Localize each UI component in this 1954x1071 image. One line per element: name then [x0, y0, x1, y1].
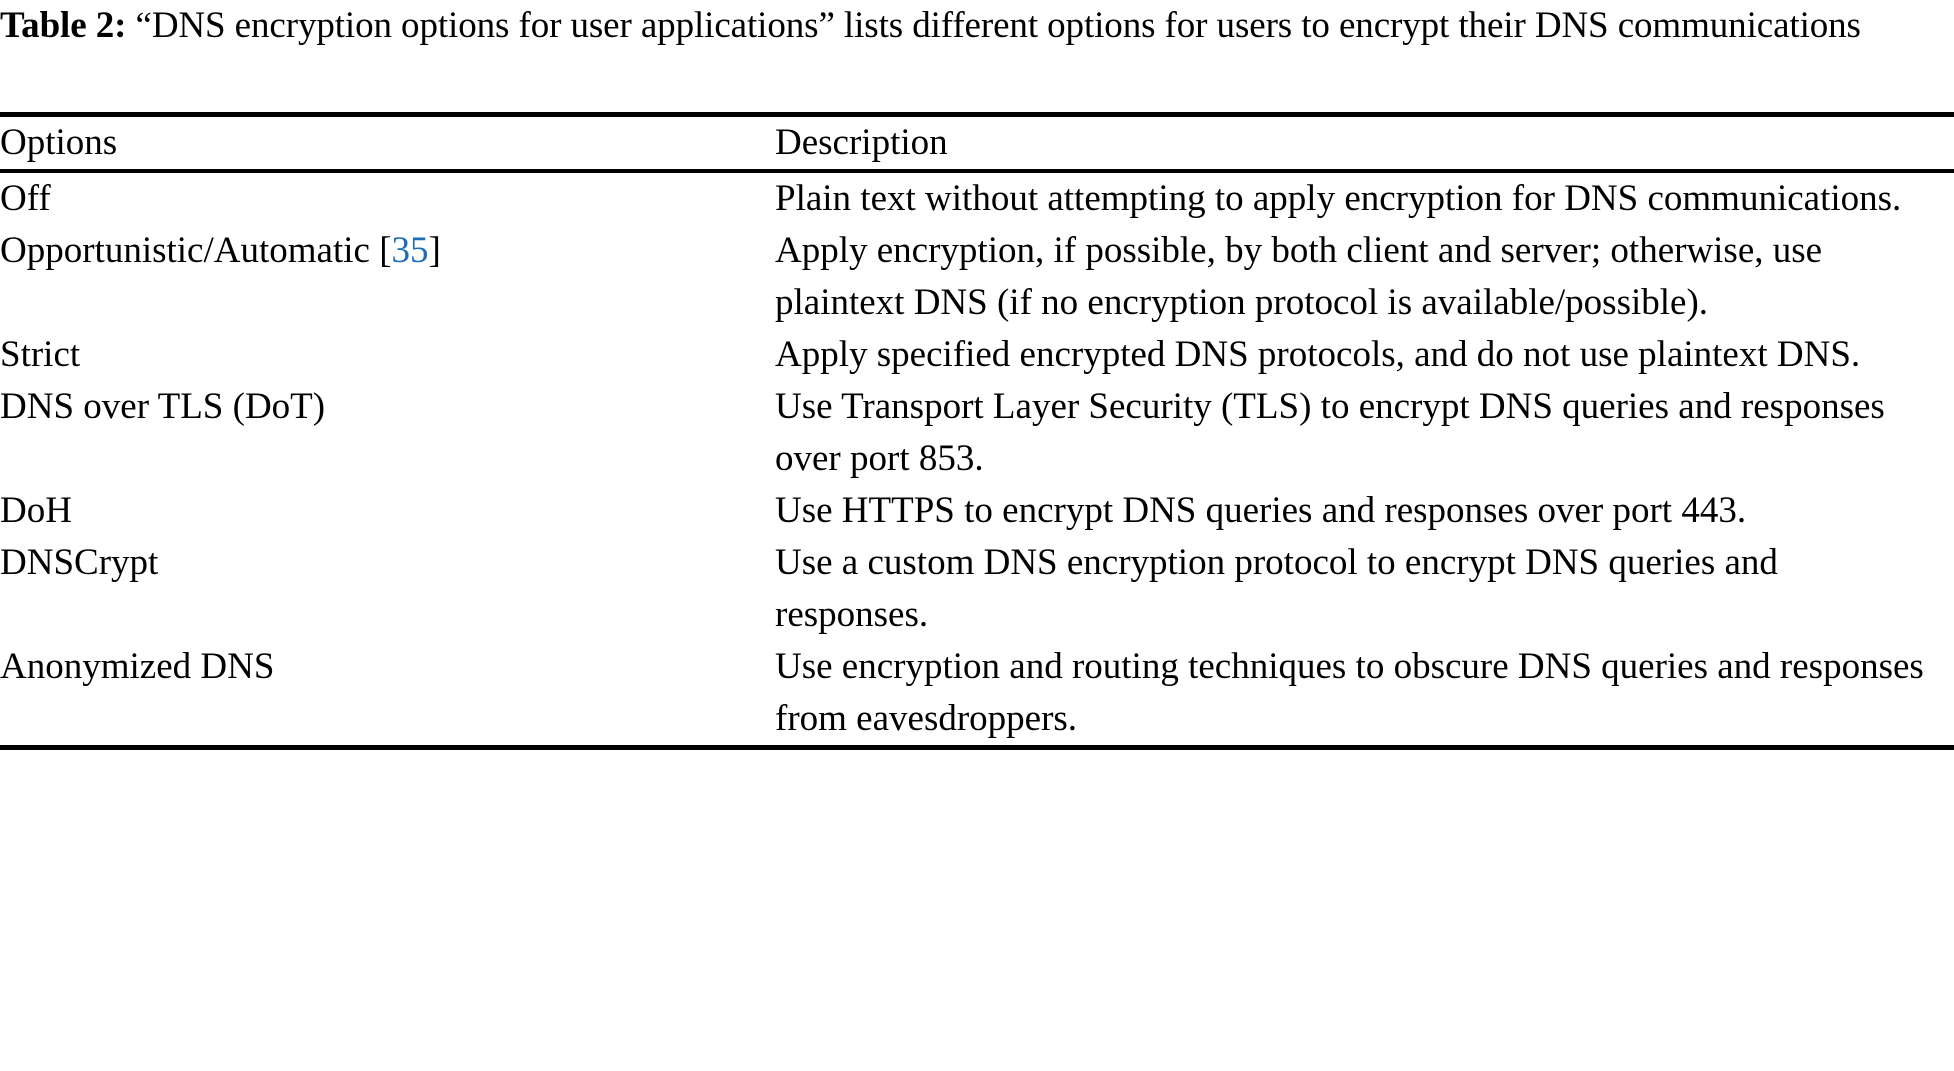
- column-header-options: Options: [0, 122, 118, 163]
- row-option-opportunistic-label: Opportunistic/Automatic: [0, 230, 370, 271]
- table-header-row: Options Description: [0, 117, 1954, 169]
- table-rows: Off Plain text without attempting to app…: [0, 173, 1954, 745]
- table-row: Opportunistic/Automatic [35] Apply encry…: [0, 225, 1954, 329]
- table-row: Anonymized DNS Use encryption and routin…: [0, 641, 1954, 745]
- citation-bracket-close: ]: [428, 230, 441, 271]
- row-description-off: Plain text without attempting to apply e…: [775, 178, 1902, 219]
- table-caption: Table 2: “DNS encryption options for use…: [0, 2, 1954, 49]
- row-description-opportunistic: Apply encryption, if possible, by both c…: [775, 230, 1823, 323]
- row-option-anonymized-dns: Anonymized DNS: [0, 646, 275, 687]
- row-description-dnscrypt: Use a custom DNS encryption protocol to …: [775, 542, 1778, 635]
- row-option-doh: DoH: [0, 490, 72, 531]
- citation-bracket-open: [: [369, 230, 392, 271]
- row-option-strict: Strict: [0, 334, 81, 375]
- table-row: DNS over TLS (DoT) Use Transport Layer S…: [0, 381, 1954, 485]
- caption-text: “DNS encryption options for user applica…: [126, 5, 1861, 46]
- caption-label: Table 2:: [0, 5, 127, 46]
- citation-link-35[interactable]: 35: [391, 230, 429, 271]
- row-description-anonymized-dns: Use encryption and routing techniques to…: [775, 646, 1924, 739]
- table-row: DoH Use HTTPS to encrypt DNS queries and…: [0, 485, 1954, 537]
- dns-encryption-options-table: Options Description Off Plain text witho…: [0, 112, 1954, 750]
- row-option-dot: DNS over TLS (DoT): [0, 386, 326, 427]
- column-header-description: Description: [775, 122, 948, 163]
- row-description-doh: Use HTTPS to encrypt DNS queries and res…: [775, 490, 1747, 531]
- row-option-opportunistic: Opportunistic/Automatic [35]: [0, 225, 775, 329]
- table-body: Options Description: [0, 117, 1954, 169]
- table-head: Options Description: [0, 117, 1954, 169]
- table-row: DNSCrypt Use a custom DNS encryption pro…: [0, 537, 1954, 641]
- row-description-dot: Use Transport Layer Security (TLS) to en…: [775, 386, 1885, 479]
- table-row: Off Plain text without attempting to app…: [0, 173, 1954, 225]
- table-row: Strict Apply specified encrypted DNS pro…: [0, 329, 1954, 381]
- row-option-off: Off: [0, 178, 51, 219]
- table-top-rule: [0, 112, 1954, 117]
- row-description-strict: Apply specified encrypted DNS protocols,…: [775, 334, 1861, 375]
- row-option-dnscrypt: DNSCrypt: [0, 542, 159, 583]
- table-bottom-rule: [0, 745, 1954, 750]
- table-header-rule: [0, 169, 1954, 173]
